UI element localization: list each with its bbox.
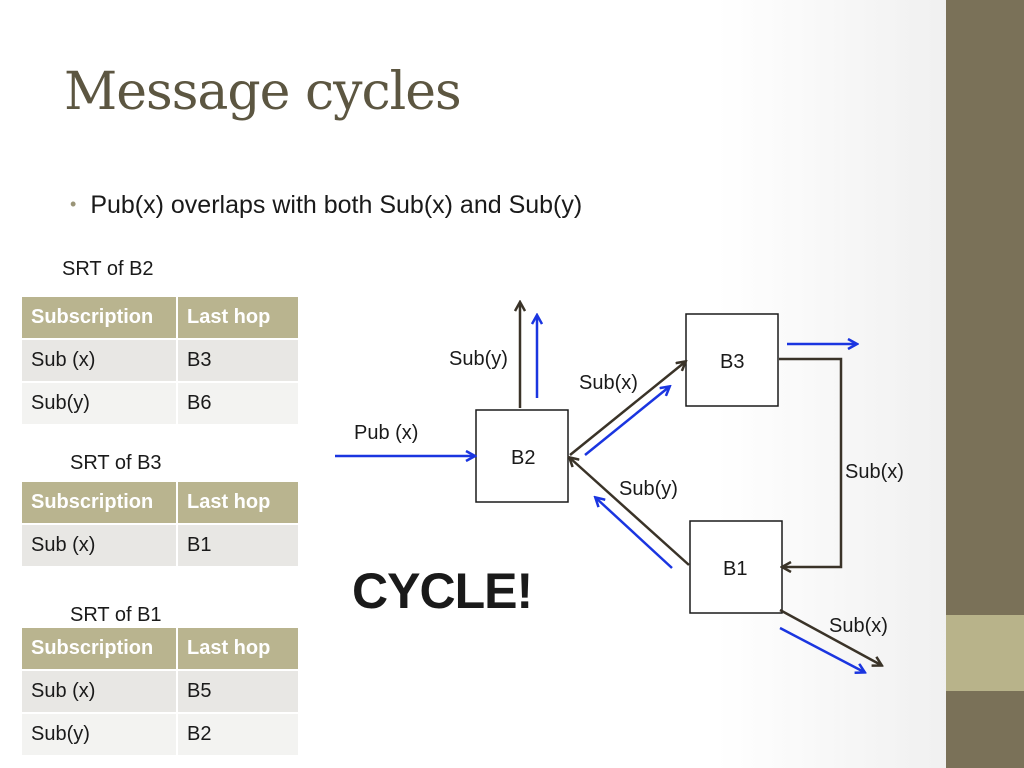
table-cell: Sub (x) bbox=[20, 523, 178, 568]
sub-y-up-label: Sub(y) bbox=[449, 348, 508, 370]
srt-b3-table: Subscription Last hop Sub (x) B1 bbox=[20, 480, 300, 568]
side-decoration-accent bbox=[946, 615, 1024, 691]
broker-b3-box bbox=[685, 313, 779, 407]
sub-y-b1-b2-label: Sub(y) bbox=[619, 478, 678, 500]
table-cell: B5 bbox=[176, 669, 300, 714]
column-header-subscription: Subscription bbox=[20, 295, 178, 340]
table-row: Sub (x) B1 bbox=[20, 523, 300, 568]
table-header-row: Subscription Last hop bbox=[20, 295, 300, 340]
bullet-point: • Pub(x) overlaps with both Sub(x) and Su… bbox=[70, 191, 582, 220]
sub-x-b2-to-b3-arrow bbox=[569, 362, 685, 456]
table-header-row: Subscription Last hop bbox=[20, 626, 300, 671]
bullet-text: Pub(x) overlaps with both Sub(x) and Sub… bbox=[90, 191, 583, 219]
table-cell: Sub (x) bbox=[20, 338, 178, 383]
table-cell: Sub (x) bbox=[20, 669, 178, 714]
broker-b3-label: B3 bbox=[720, 351, 744, 373]
table-cell: B3 bbox=[176, 338, 300, 383]
srt-b3-label: SRT of B3 bbox=[70, 452, 162, 474]
table-cell: Sub(y) bbox=[20, 381, 178, 426]
table-row: Sub (x) B5 bbox=[20, 669, 300, 714]
table-cell: B2 bbox=[176, 712, 300, 757]
srt-b2-label: SRT of B2 bbox=[62, 258, 154, 280]
forward-b1-to-b2-arrow bbox=[596, 498, 673, 569]
broker-b1-label: B1 bbox=[723, 558, 747, 580]
pub-x-label: Pub (x) bbox=[354, 422, 418, 444]
column-header-subscription: Subscription bbox=[20, 480, 178, 525]
bullet-dot-icon: • bbox=[70, 194, 77, 214]
table-row: Sub (x) B3 bbox=[20, 338, 300, 383]
sub-x-b2-b3-label: Sub(x) bbox=[579, 372, 638, 394]
sub-x-b1-out-arrow bbox=[779, 608, 881, 665]
column-header-last-hop: Last hop bbox=[176, 626, 300, 671]
sub-x-b1-out-label: Sub(x) bbox=[829, 615, 888, 637]
column-header-last-hop: Last hop bbox=[176, 480, 300, 525]
forward-b1-out-arrow bbox=[779, 626, 864, 672]
srt-b2-table: Subscription Last hop Sub (x) B3 Sub(y) … bbox=[20, 295, 300, 426]
column-header-subscription: Subscription bbox=[20, 626, 178, 671]
table-cell: B6 bbox=[176, 381, 300, 426]
broker-network-diagram: B2 B3 B1 Pub (x) Sub(y) Sub(x) Sub(y) Su… bbox=[335, 0, 904, 768]
table-row: Sub(y) B6 bbox=[20, 381, 300, 426]
sub-x-b3-b1-label: Sub(x) bbox=[845, 461, 904, 483]
cycle-callout: CYCLE! bbox=[352, 563, 533, 619]
table-row: Sub(y) B2 bbox=[20, 712, 300, 757]
srt-b1-label: SRT of B1 bbox=[70, 604, 162, 626]
table-cell: Sub(y) bbox=[20, 712, 178, 757]
column-header-last-hop: Last hop bbox=[176, 295, 300, 340]
table-cell: B1 bbox=[176, 523, 300, 568]
sub-y-b1-to-b2-arrow bbox=[570, 458, 690, 566]
sub-x-b3-to-b1-arrow bbox=[779, 357, 843, 567]
slide-title: Message cycles bbox=[64, 62, 462, 122]
forward-b2-to-b3-arrow bbox=[584, 387, 669, 456]
broker-b2-label: B2 bbox=[511, 447, 535, 469]
srt-b1-table: Subscription Last hop Sub (x) B5 Sub(y) … bbox=[20, 626, 300, 757]
table-header-row: Subscription Last hop bbox=[20, 480, 300, 525]
broker-b1-box bbox=[689, 520, 783, 614]
